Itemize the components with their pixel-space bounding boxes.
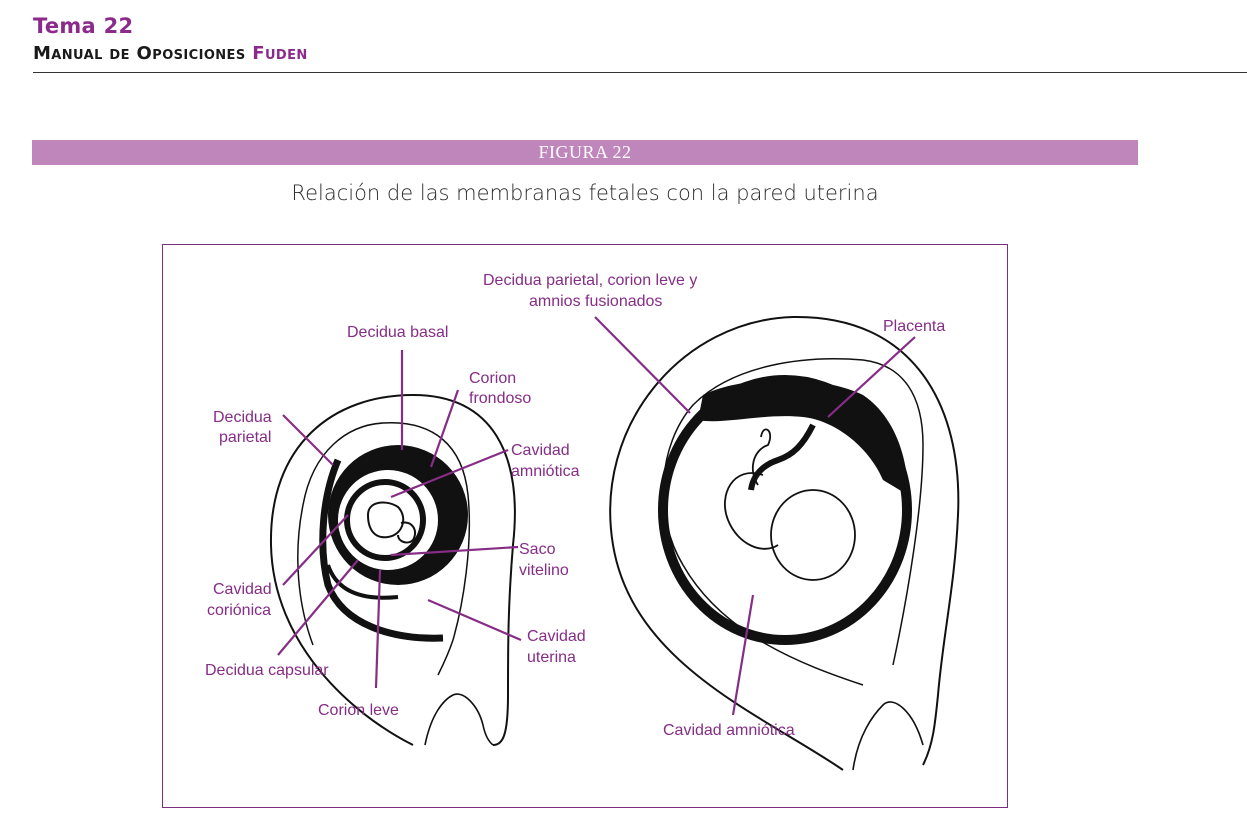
right-placenta [698, 380, 908, 495]
label-cavidad-corionica-1: Cavidad [213, 581, 272, 598]
leader-decidua-parietal [282, 414, 334, 466]
leader-decidua-capsular [277, 559, 359, 656]
label-saco-vitelino-2: vitelino [519, 562, 569, 579]
leader-cavidad-uterina [427, 598, 522, 642]
header-tema: Tema 22 [33, 14, 134, 38]
header-manual-title: Manual de Oposiciones Fuden [33, 43, 308, 64]
figure-caption: Relación de las membranas fetales con la… [291, 181, 879, 205]
leader-cavidad-amniotica-right [731, 594, 755, 716]
label-fusionados-2: amnios fusionados [529, 293, 662, 310]
leader-lines [277, 316, 916, 716]
right-fetus-body [770, 489, 856, 581]
label-decidua-parietal-1: Decidua [213, 409, 272, 426]
leader-saco-vitelino [390, 545, 519, 557]
leader-cavidad-corionica [282, 514, 349, 586]
left-uterus [269, 393, 516, 746]
label-cavidad-uterina-2: uterina [527, 649, 576, 666]
label-fusionados-1: Decidua parietal, corion leve y [483, 272, 697, 289]
label-corion-leve: Corion leve [318, 702, 399, 719]
leader-corion-leve [374, 569, 382, 689]
manual-name: Manual de Oposiciones [33, 43, 246, 64]
leader-fusionados [594, 316, 691, 414]
label-corion-frondoso-1: Corion [469, 370, 516, 387]
label-cavidad-corionica-2: coriónica [207, 602, 271, 619]
label-placenta: Placenta [883, 318, 945, 335]
diagram-labels: Decidua basal Corion frondoso Decidua pa… [205, 272, 945, 739]
label-cavidad-amniotica-2: amniótica [511, 463, 580, 480]
uterus-diagram: Decidua basal Corion frondoso Decidua pa… [205, 272, 960, 771]
right-uterus-outer-wall [609, 315, 960, 771]
label-decidua-parietal-2: parietal [219, 429, 271, 446]
right-cervix [852, 701, 924, 771]
label-decidua-capsular: Decidua capsular [205, 662, 329, 679]
left-decidua-capsular-band [326, 564, 399, 600]
figure-number-bar: FIGURA 22 [32, 140, 1138, 165]
label-decidua-basal: Decidua basal [347, 324, 448, 341]
label-corion-frondoso-2: frondoso [469, 390, 531, 407]
header-divider [33, 72, 1247, 73]
label-saco-vitelino-1: Saco [519, 541, 556, 558]
left-amnion [344, 479, 426, 561]
right-fused-membranes [658, 375, 912, 645]
label-cavidad-amniotica-right: Cavidad amniótica [663, 722, 795, 739]
left-decidua-parietal-band [319, 458, 444, 642]
left-cervix [424, 693, 494, 746]
leader-corion-frondoso [429, 389, 460, 468]
right-fetus-outline [724, 472, 779, 550]
leader-cavidad-amniotica [390, 448, 509, 499]
right-uterus [609, 315, 960, 771]
label-cavidad-amniotica-1: Cavidad [511, 442, 570, 459]
left-yolk-sac [397, 521, 417, 544]
left-uterus-outer-wall [269, 393, 516, 746]
label-cavidad-uterina-1: Cavidad [527, 628, 586, 645]
right-vitelline-structure [751, 428, 772, 486]
leader-placenta [827, 336, 916, 418]
left-embryo [366, 501, 405, 539]
right-umbilical-cord [748, 423, 816, 491]
figure-frame: Decidua basal Corion frondoso Decidua pa… [162, 244, 1008, 808]
left-uterine-inner-wall [297, 422, 471, 676]
brand-name: Fuden [252, 43, 308, 64]
right-uterine-inner-wall [662, 358, 924, 686]
